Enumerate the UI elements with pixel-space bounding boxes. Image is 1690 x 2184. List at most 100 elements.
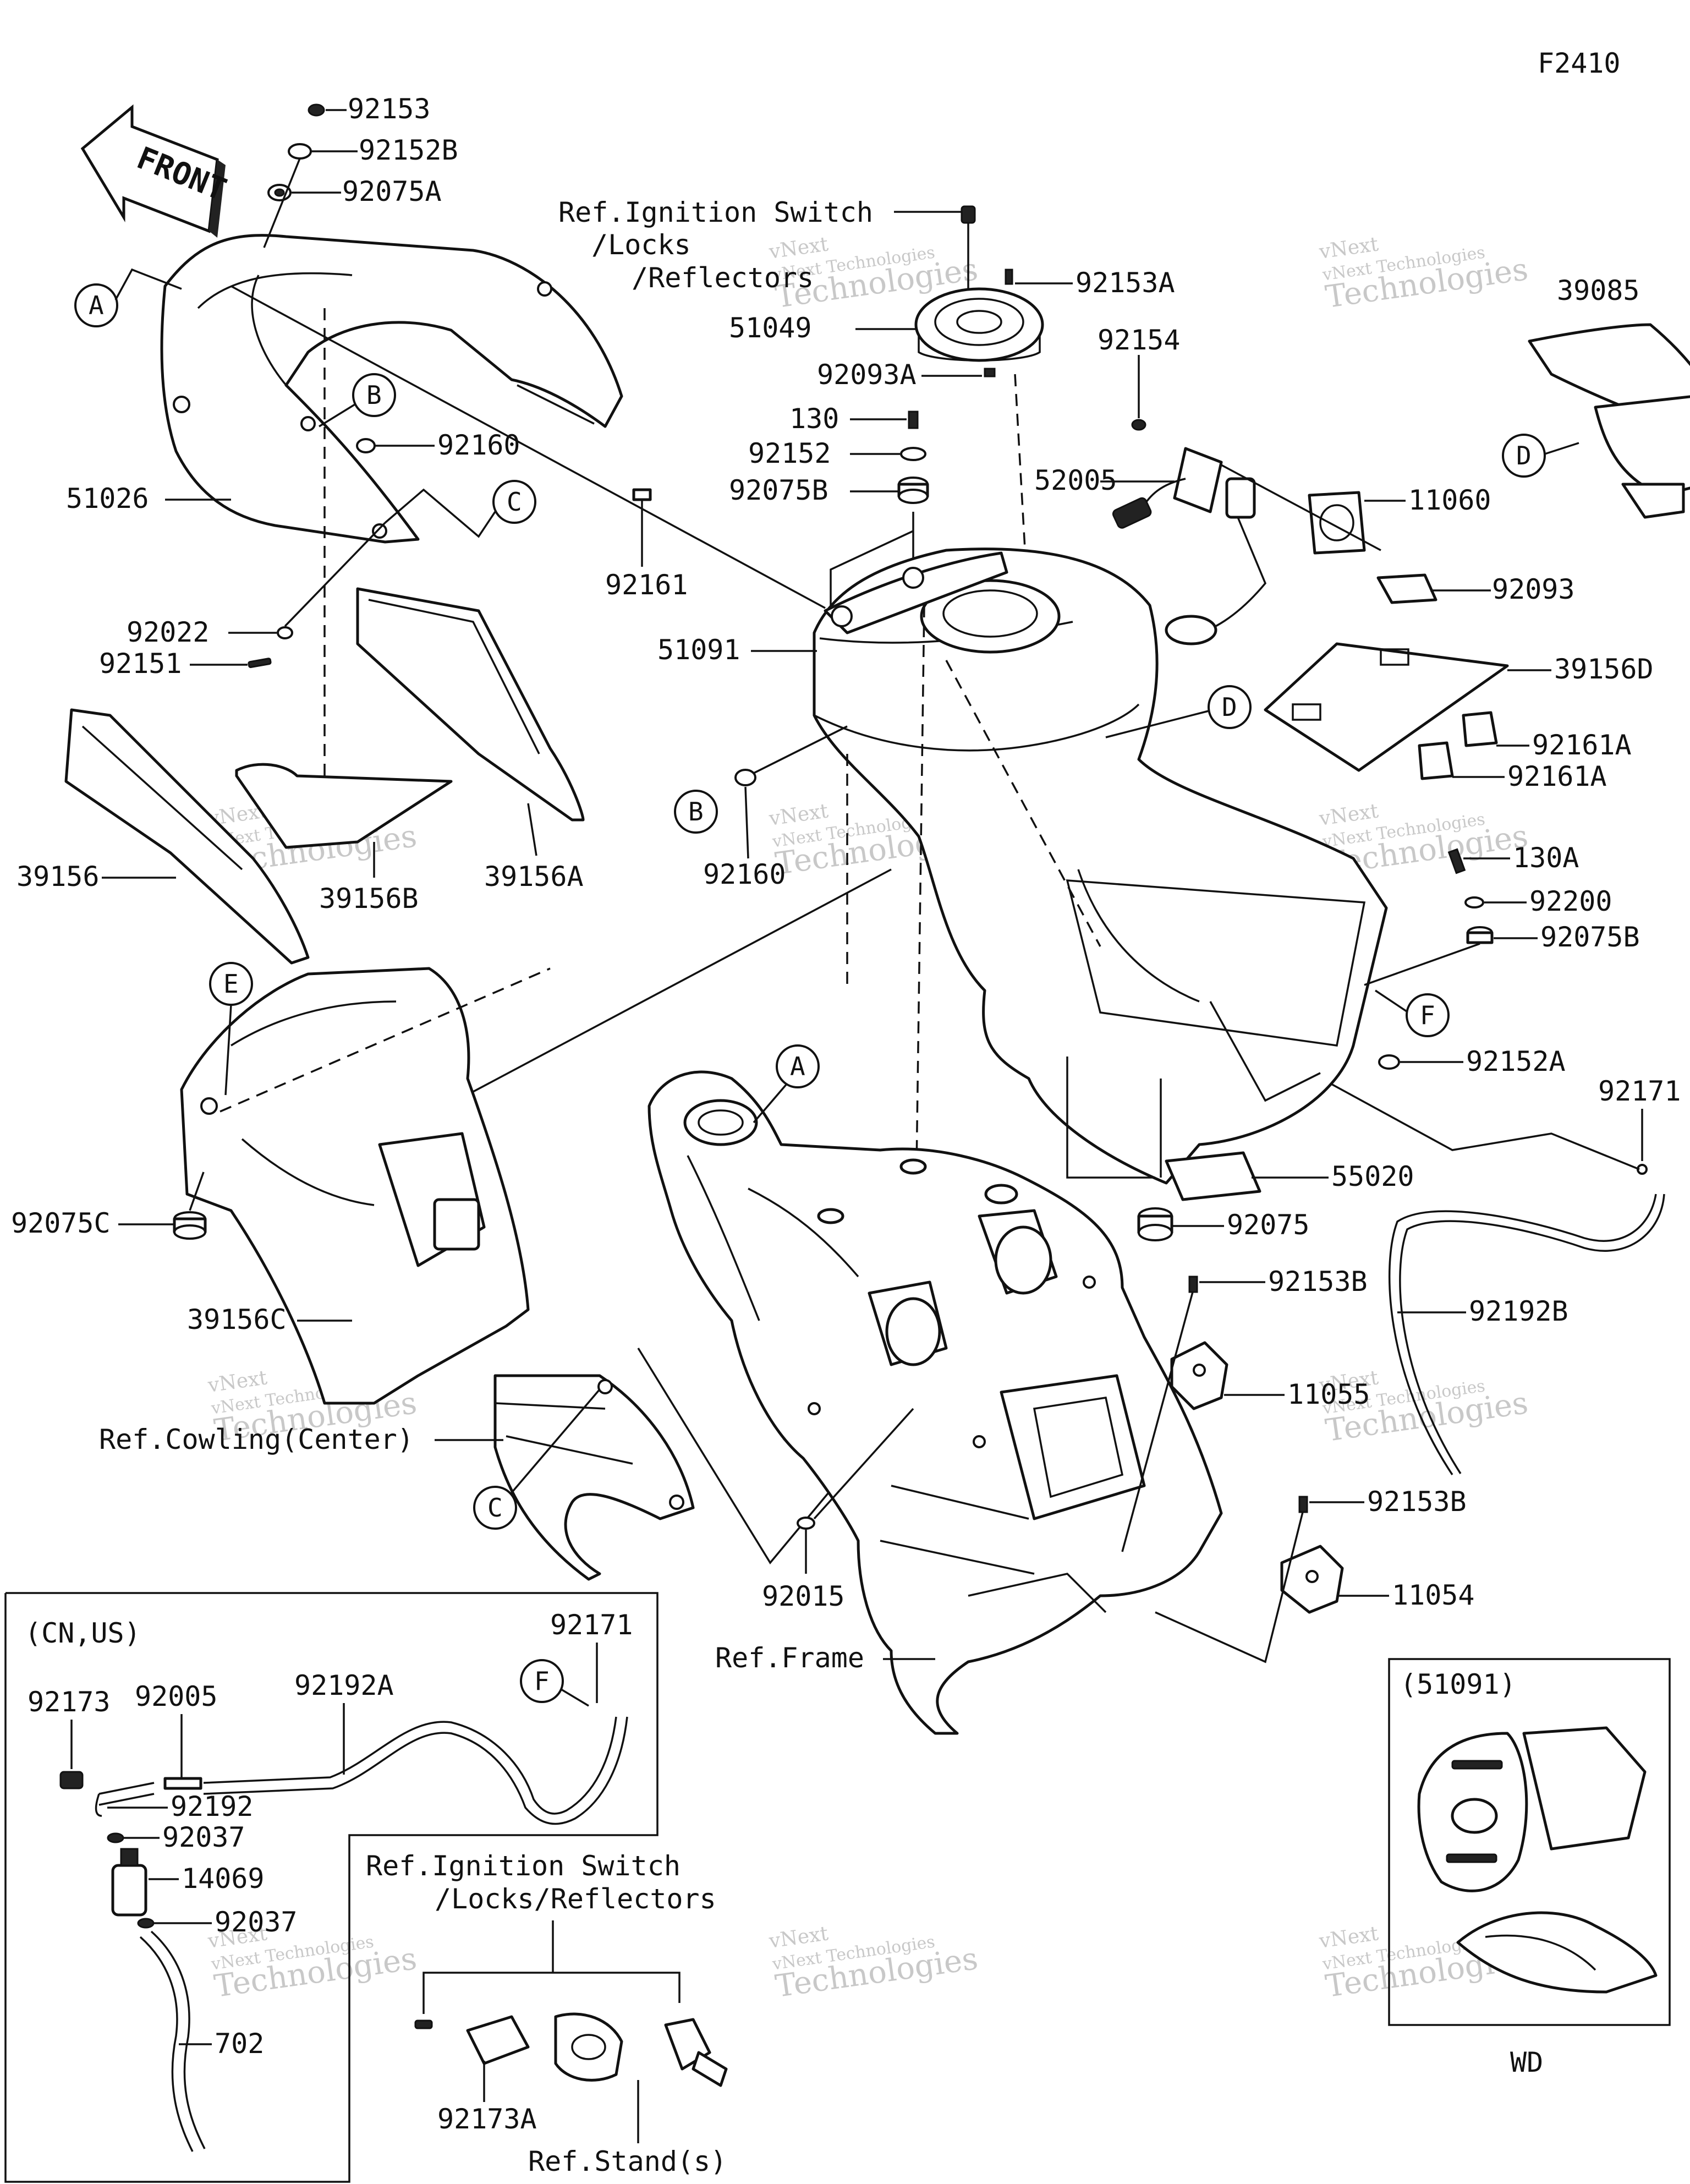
ref-ignition-line1: Ref.Ignition Switch bbox=[558, 196, 873, 228]
guide-tank-center bbox=[912, 605, 925, 1409]
label-39156D: 39156D bbox=[1554, 653, 1654, 685]
screw-92151 bbox=[248, 658, 272, 669]
label-51091: 51091 bbox=[657, 634, 740, 666]
washer-92160-left bbox=[356, 438, 376, 453]
inset-label-92037-b: 92037 bbox=[215, 1906, 298, 1938]
fuel-cap-51049 bbox=[914, 287, 1044, 362]
label-92171-right: 92171 bbox=[1598, 1075, 1681, 1107]
inset-label-92192A: 92192A bbox=[294, 1670, 394, 1701]
fuel-tank-51091 bbox=[813, 548, 1388, 1185]
svg-text:D: D bbox=[1222, 692, 1237, 722]
pad-39156C bbox=[180, 967, 530, 1405]
label-130: 130 bbox=[789, 403, 839, 435]
ref-ignition-line2: /Locks bbox=[591, 229, 691, 261]
svg-text:B: B bbox=[688, 797, 704, 826]
fuel-pump-52005 bbox=[1112, 447, 1267, 645]
ref-ignition-line3: /Reflectors bbox=[632, 262, 814, 294]
pad-39156D bbox=[1264, 642, 1509, 772]
pad-92161A-2 bbox=[1418, 741, 1454, 780]
svg-text:A: A bbox=[89, 291, 104, 320]
inset-label-92037-a: 92037 bbox=[162, 1821, 245, 1853]
label-92015: 92015 bbox=[762, 1580, 845, 1612]
label-92093A: 92093A bbox=[817, 359, 917, 391]
inset-label-702: 702 bbox=[215, 2028, 264, 2060]
svg-text:A: A bbox=[790, 1052, 805, 1081]
washer-92160-tank bbox=[734, 769, 756, 786]
label-39156: 39156 bbox=[17, 861, 100, 893]
label-92075: 92075 bbox=[1227, 1209, 1310, 1241]
inset-ref-stand: Ref.Stand(s) bbox=[528, 2145, 727, 2177]
bracket-11055 bbox=[1170, 1341, 1228, 1410]
bolt-130A bbox=[1447, 848, 1466, 874]
label-11054: 11054 bbox=[1392, 1579, 1475, 1611]
callout-D-tank: D bbox=[1105, 685, 1252, 738]
valve-14069 bbox=[111, 1848, 147, 1917]
label-39156B: 39156B bbox=[319, 883, 419, 915]
callout-C-center: C bbox=[473, 1388, 601, 1530]
callout-B-tank: B bbox=[674, 790, 718, 834]
callout-F-inset: F bbox=[520, 1659, 589, 1707]
callout-B-cowling: B bbox=[319, 373, 396, 428]
upper-cowling-51026 bbox=[160, 234, 623, 544]
hose-702 bbox=[139, 1936, 194, 2152]
grommet-92075B-right bbox=[1466, 926, 1494, 944]
inset-label-92192: 92192 bbox=[171, 1791, 254, 1822]
label-92152A: 92152A bbox=[1466, 1046, 1566, 1077]
inset-label-92173: 92173 bbox=[28, 1686, 111, 1718]
inset-51091-box bbox=[1388, 1658, 1671, 2026]
label-92075C: 92075C bbox=[11, 1207, 111, 1239]
svg-text:C: C bbox=[507, 487, 522, 517]
label-39156A: 39156A bbox=[484, 861, 584, 893]
label-92075B-top: 92075B bbox=[729, 474, 828, 506]
label-92153A: 92153A bbox=[1076, 267, 1175, 299]
callout-A-left: A bbox=[74, 268, 182, 327]
callout-D-cover: D bbox=[1502, 434, 1579, 478]
washer-92022 bbox=[277, 626, 293, 639]
svg-text:E: E bbox=[223, 969, 239, 999]
callout-E-pad: E bbox=[209, 962, 253, 1096]
label-52005: 52005 bbox=[1034, 464, 1117, 496]
label-92075A: 92075A bbox=[342, 176, 442, 207]
svg-text:B: B bbox=[366, 380, 382, 410]
label-92154: 92154 bbox=[1098, 324, 1181, 356]
hose-92192 bbox=[95, 1782, 155, 1817]
guide-pad-dash bbox=[220, 967, 551, 1113]
callout-F-tank: F bbox=[1375, 989, 1450, 1037]
pad-39156A bbox=[356, 587, 585, 822]
clip-92161 bbox=[632, 488, 652, 501]
inset-51091-title: (51091) bbox=[1400, 1668, 1516, 1700]
label-92160-top: 92160 bbox=[437, 429, 520, 461]
label-92200: 92200 bbox=[1529, 885, 1612, 917]
screw-92153B-2 bbox=[1298, 1496, 1308, 1513]
label-130A: 130A bbox=[1513, 842, 1579, 874]
ref-frame: Ref.Frame bbox=[715, 1642, 864, 1674]
grommet-92075C bbox=[173, 1211, 207, 1240]
label-11060: 11060 bbox=[1408, 484, 1491, 516]
label-11055: 11055 bbox=[1287, 1378, 1370, 1410]
callout-A-frame: A bbox=[753, 1044, 820, 1124]
ignition-switch-assembly bbox=[414, 2012, 728, 2087]
hose-92192A bbox=[203, 1716, 617, 1815]
label-92152: 92152 bbox=[748, 437, 831, 469]
grommet-92075 bbox=[1137, 1207, 1173, 1241]
label-92153B-1: 92153B bbox=[1268, 1266, 1368, 1298]
svg-text:C: C bbox=[487, 1493, 503, 1523]
fitting-92005 bbox=[163, 1777, 202, 1790]
label-92160-tank: 92160 bbox=[703, 858, 786, 890]
label-92153: 92153 bbox=[348, 93, 431, 125]
guide-tank-diag bbox=[945, 660, 1101, 947]
gasket-11060 bbox=[1308, 491, 1366, 555]
fastener-stack-left bbox=[263, 103, 358, 248]
inset-ref-ignition-line1: Ref.Ignition Switch bbox=[366, 1850, 681, 1882]
inset-label-14069: 14069 bbox=[182, 1863, 265, 1895]
bracket-11054 bbox=[1280, 1545, 1344, 1614]
clamp-92037-a bbox=[107, 1832, 124, 1843]
screw-92153A bbox=[1005, 269, 1013, 285]
frame-ref bbox=[648, 1070, 1223, 1735]
washer-92152 bbox=[900, 447, 926, 461]
inset-51091-variant: WD bbox=[1510, 2046, 1543, 2078]
label-92153B-2: 92153B bbox=[1367, 1486, 1467, 1518]
label-92151: 92151 bbox=[99, 648, 182, 680]
label-92152B: 92152B bbox=[359, 134, 458, 166]
